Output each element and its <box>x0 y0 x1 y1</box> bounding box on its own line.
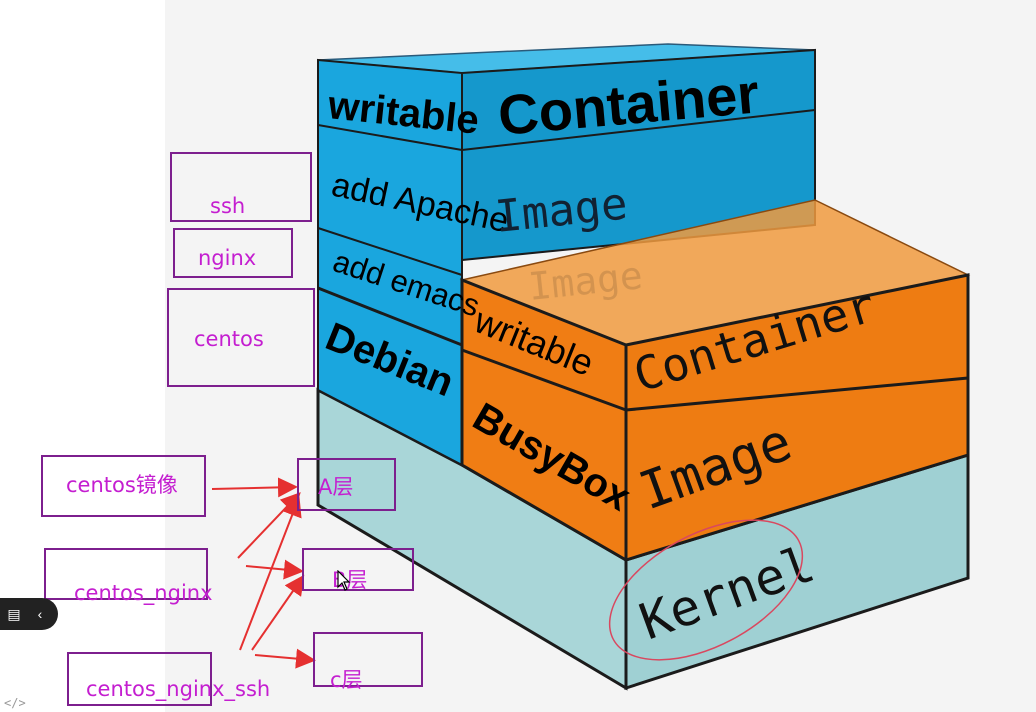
ssh-label: ssh <box>210 194 246 218</box>
blue-divider <box>317 227 463 276</box>
centos-nginx-label: centos_nginx <box>74 581 213 605</box>
centos-nginx-ssh-box <box>67 652 212 706</box>
chat-icon[interactable]: ▤ <box>7 606 21 622</box>
layer-c-box <box>313 632 423 687</box>
floating-toolbar: ▤ ‹ <box>0 598 58 630</box>
chevron-left-icon[interactable]: ‹ <box>37 606 43 622</box>
centos-image-box <box>41 455 206 517</box>
layer-a-label: A层 <box>318 475 354 499</box>
nginx-box <box>173 228 293 278</box>
layer-a-box <box>297 458 396 511</box>
orange-front-face <box>624 273 970 563</box>
centos-box <box>167 288 315 387</box>
blue-divider <box>461 109 816 151</box>
mouse-cursor-icon <box>337 570 351 591</box>
centos-nginx-ssh-label: centos_nginx_ssh <box>86 677 271 701</box>
layer-b-box <box>302 548 414 591</box>
centos-image-label: centos镜像 <box>66 473 178 497</box>
centos-label: centos <box>194 327 264 351</box>
orange-divider <box>461 348 627 412</box>
arrow <box>211 477 298 498</box>
blue-divider <box>317 286 463 347</box>
arrow <box>245 559 304 580</box>
arrow <box>239 496 302 651</box>
arrow <box>251 574 305 651</box>
centos-nginx-box <box>44 548 208 600</box>
nginx-label: nginx <box>198 246 257 270</box>
blue-divider <box>317 124 463 151</box>
arrow <box>237 492 301 559</box>
arrow <box>254 648 316 669</box>
orange-divider <box>625 376 969 412</box>
ssh-box <box>170 152 312 222</box>
code-icon[interactable]: </> <box>4 696 26 710</box>
kernel-highlight-circle <box>608 519 804 661</box>
layer-c-label: c层 <box>330 668 363 692</box>
